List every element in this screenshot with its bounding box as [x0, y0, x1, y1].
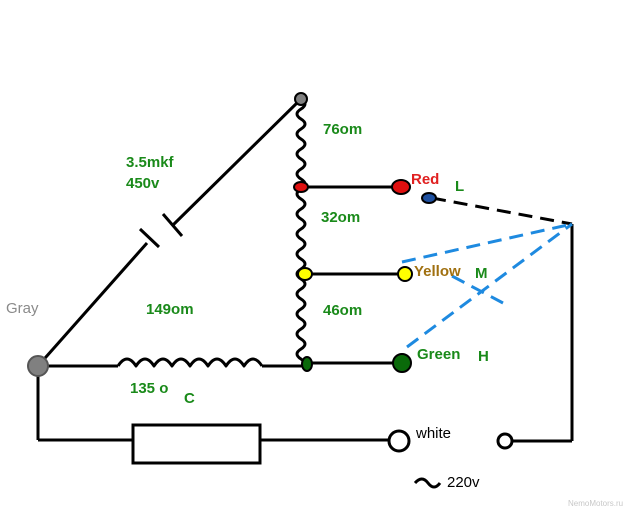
selector-line-high [406, 222, 573, 349]
wire-capacitor-to-top [171, 97, 303, 227]
thermal-fuse [131, 423, 262, 465]
winding-coil-main [116, 357, 264, 368]
terminal-switch [496, 432, 514, 450]
capacitor-symbol [138, 213, 184, 249]
winding-coil-vertical [295, 97, 308, 366]
label-r-main: 149om [146, 301, 194, 318]
selector-line-mid [401, 222, 573, 264]
watermark: NemoMotors.ru [568, 499, 623, 508]
node-green-tap [301, 356, 313, 372]
terminal-white [387, 429, 411, 453]
terminal-green [392, 353, 412, 373]
label-thermal-value: 135 o [130, 380, 168, 397]
label-speed-mid: M [475, 265, 488, 282]
node-top [294, 92, 308, 106]
terminal-blue [421, 192, 437, 204]
label-gray: Gray [6, 300, 39, 317]
label-capacitor: 3.5mkf [126, 154, 175, 171]
label-white: white [415, 425, 451, 442]
label-green: Green [417, 346, 460, 363]
label-r-top: 76om [323, 121, 362, 138]
label-yellow: Yellow [414, 263, 461, 280]
node-red-tap [293, 181, 309, 193]
label-r-mid: 32om [321, 209, 360, 226]
ac-symbol-icon [413, 477, 442, 489]
label-r-bottom: 46om [323, 302, 362, 319]
node-yellow-tap [297, 267, 313, 281]
terminal-yellow [397, 266, 413, 282]
label-thermal-unit: C [184, 390, 195, 407]
label-speed-high: H [478, 348, 489, 365]
wire-gray-to-capacitor [36, 242, 149, 367]
selector-line-low [431, 196, 573, 226]
label-capacitor-voltage: 450v [126, 175, 160, 192]
label-red: Red [411, 171, 439, 188]
label-speed-low: L [455, 178, 464, 195]
label-supply: 220v [447, 474, 480, 491]
selector-line-mid-2 [451, 274, 504, 305]
node-gray [27, 355, 49, 377]
terminal-red [391, 179, 411, 195]
